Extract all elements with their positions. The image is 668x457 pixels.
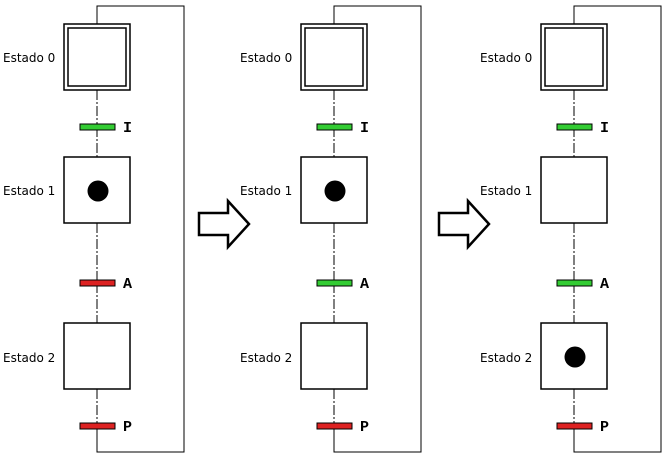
transition-bar-I [79, 123, 116, 131]
step-label-0: Estado 0 [3, 51, 55, 65]
return-loop-line [96, 5, 185, 453]
step-label-2: Estado 2 [480, 351, 532, 365]
step-label-0: Estado 0 [240, 51, 292, 65]
step-label-0: Estado 0 [480, 51, 532, 65]
transition-bar-A [79, 279, 116, 287]
initial-step-inner-box [544, 27, 604, 87]
grafcet-panel-1: Estado 0 Estado 1 Estado 2 I A P [3, 5, 185, 453]
right-arrow-icon [197, 197, 251, 251]
transition-bar-A [316, 279, 353, 287]
step-box-2 [63, 322, 131, 390]
transition-label-P: P [123, 419, 132, 436]
transition-label-A: A [123, 276, 132, 293]
step-label-2: Estado 2 [3, 351, 55, 365]
step-box-0 [540, 23, 608, 91]
step-label-2: Estado 2 [240, 351, 292, 365]
initial-step-inner-box [304, 27, 364, 87]
transition-bar-P [316, 422, 353, 430]
grafcet-panel-2: Estado 0 Estado 1 Estado 2 I A P [240, 5, 422, 453]
transition-label-P: P [360, 419, 369, 436]
transition-label-I: I [123, 120, 132, 137]
transition-label-A: A [600, 276, 609, 293]
transition-bar-P [556, 422, 593, 430]
transition-bar-P [79, 422, 116, 430]
return-loop-line [333, 5, 422, 453]
step-box-1 [540, 156, 608, 224]
return-loop-line [573, 5, 662, 453]
active-token [324, 180, 346, 202]
initial-step-inner-box [67, 27, 127, 87]
transition-label-A: A [360, 276, 369, 293]
step-label-1: Estado 1 [480, 184, 532, 198]
step-box-2 [300, 322, 368, 390]
step-label-1: Estado 1 [3, 184, 55, 198]
transition-bar-A [556, 279, 593, 287]
transition-bar-I [556, 123, 593, 131]
transition-label-I: I [600, 120, 609, 137]
step-box-0 [300, 23, 368, 91]
transition-label-P: P [600, 419, 609, 436]
step-box-0 [63, 23, 131, 91]
active-token [87, 180, 109, 202]
transition-label-I: I [360, 120, 369, 137]
active-token [564, 346, 586, 368]
right-arrow-icon [437, 197, 491, 251]
grafcet-panel-3: Estado 0 Estado 1 Estado 2 I A P [480, 5, 662, 453]
transition-bar-I [316, 123, 353, 131]
step-label-1: Estado 1 [240, 184, 292, 198]
